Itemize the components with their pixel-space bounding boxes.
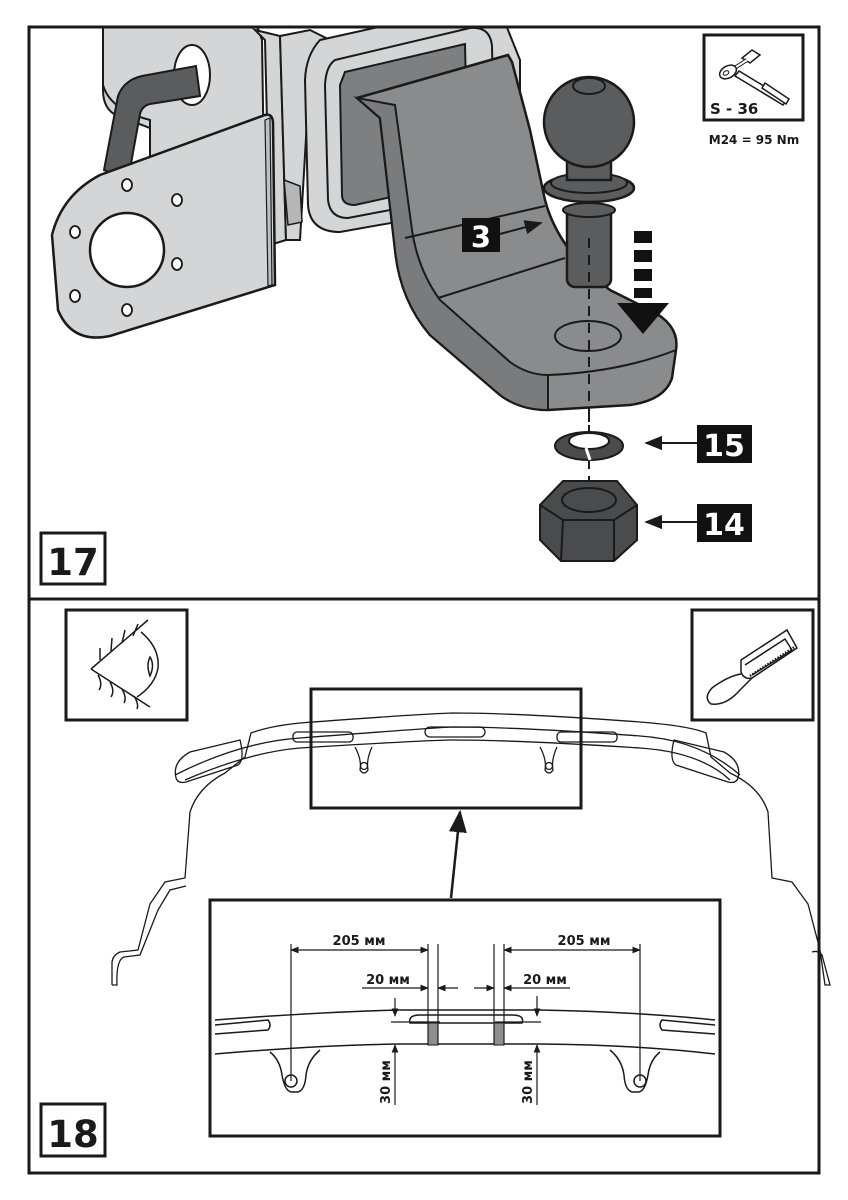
dim-right-span: 205 мм: [558, 934, 611, 949]
dim-right-height: 30 мм: [521, 1060, 536, 1104]
eye-icon: [90, 619, 159, 710]
callout-15: 15: [644, 425, 752, 464]
detail-view: 205 мм 205 мм 20 мм 20 мм 30 мм 30 мм: [208, 898, 722, 1138]
torque-spec: M24 = 95 Nm: [709, 133, 799, 147]
step-18-panel: 205 мм 205 мм 20 мм 20 мм 30 мм 30 мм 18: [39, 608, 831, 1158]
callout-3: 3: [462, 218, 543, 254]
callout-14: 14: [644, 504, 752, 543]
cut-icon-box: [690, 608, 815, 722]
zoom-pointer-arrow: [448, 809, 467, 899]
cut-marker-left: [427, 1022, 439, 1046]
zoom-region-marker: [309, 687, 583, 810]
callout-3-label: 3: [471, 220, 491, 254]
hacksaw-icon: [706, 628, 798, 705]
socket-size-label: S - 36: [710, 100, 758, 118]
cut-marker-right: [493, 1022, 505, 1046]
hex-nut: [539, 480, 638, 562]
callout-15-label: 15: [703, 429, 745, 464]
step-number-18: 18: [39, 1102, 107, 1158]
dim-left-span: 205 мм: [333, 934, 386, 949]
inspect-icon-box: [64, 608, 189, 722]
socket-plate: [50, 113, 277, 339]
dim-left-height: 30 мм: [379, 1060, 394, 1104]
tow-bar: [353, 53, 678, 412]
dim-right-width: 20 мм: [523, 973, 567, 988]
rear-bumper-outline: [111, 712, 831, 986]
step-number-17: 17: [39, 531, 107, 586]
tow-ball: [542, 75, 636, 289]
spring-washer: [554, 431, 624, 461]
down-arrow-icon: [617, 231, 669, 334]
callout-14-label: 14: [703, 508, 745, 543]
svg-text:17: 17: [47, 541, 99, 584]
cable-rod: [102, 64, 202, 182]
dim-left-width: 20 мм: [366, 973, 410, 988]
ratchet-wrench-icon: [718, 49, 791, 106]
step-17-panel: 3 15 14 S - 36: [39, 28, 805, 586]
tool-spec-box: S - 36: [702, 33, 805, 122]
svg-text:18: 18: [47, 1113, 99, 1156]
